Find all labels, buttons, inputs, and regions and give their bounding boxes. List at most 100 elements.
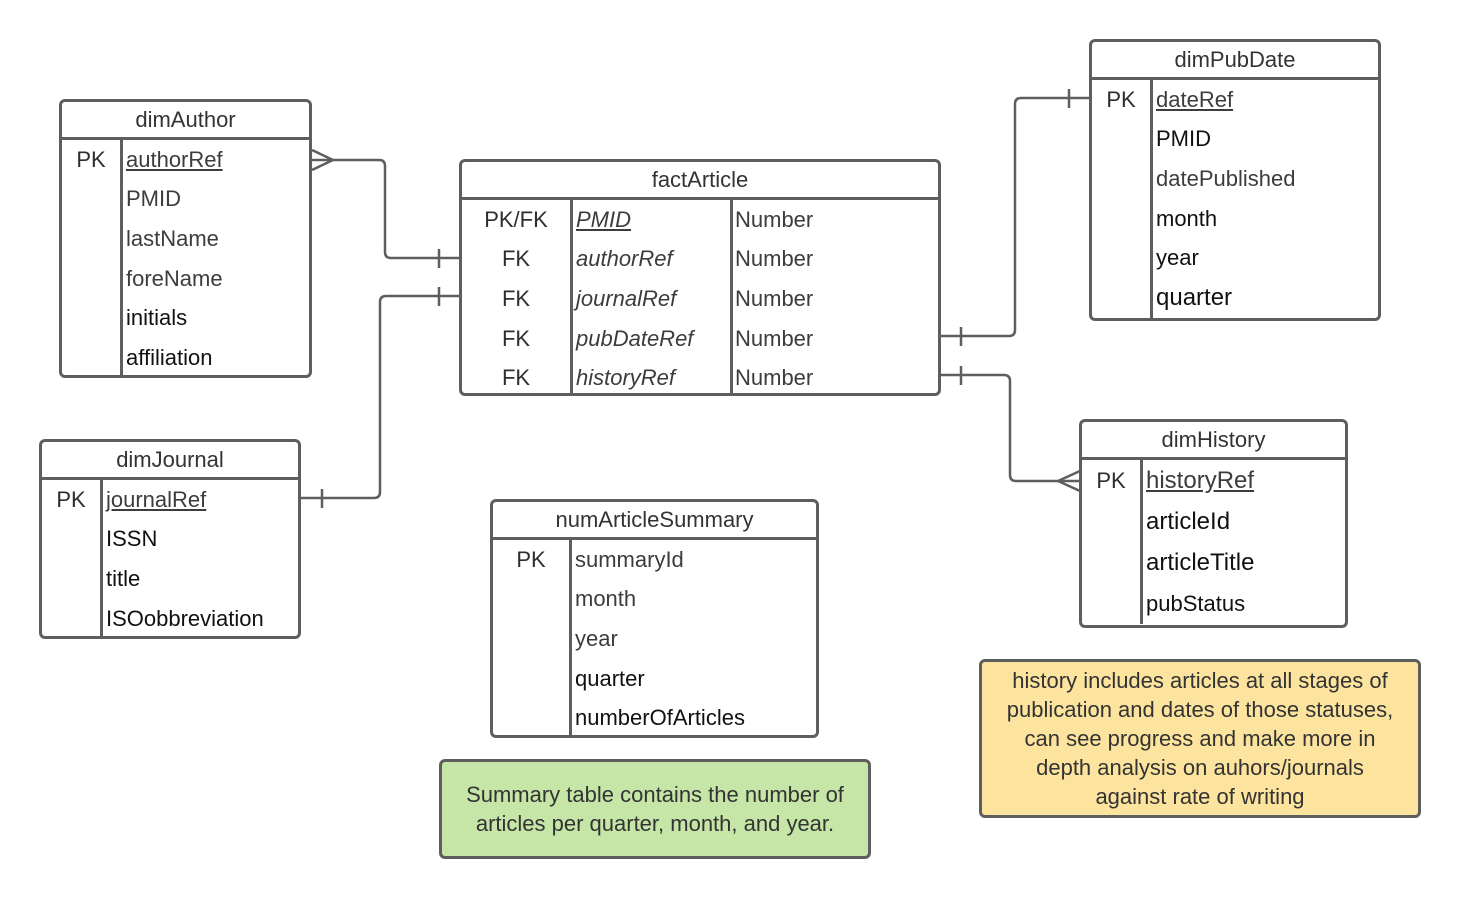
table-row: PK summaryId <box>493 540 816 580</box>
column-divider <box>730 200 733 393</box>
field-name: ISSN <box>106 526 158 552</box>
key-label: PK <box>1096 467 1126 493</box>
table-row: PK journalRef <box>42 480 298 520</box>
key-label: FK <box>501 246 531 272</box>
field-name: datePublished <box>1156 165 1296 191</box>
field-type: Number <box>735 206 814 232</box>
table-row: datePublished <box>1092 159 1378 199</box>
field-name: year <box>575 625 618 651</box>
table-row: year <box>493 619 816 659</box>
field-name: articleTitle <box>1146 548 1255 576</box>
connector-fact-history <box>940 373 1080 483</box>
field-name: quarter <box>575 665 645 691</box>
field-name: dateRef <box>1156 86 1234 112</box>
note-history[interactable]: history includes articles at all stages … <box>979 659 1421 818</box>
field-name: quarter <box>1156 283 1233 311</box>
entity-numArticleSummary[interactable]: numArticleSummary PK summaryId month year… <box>490 499 819 738</box>
connector-fact-pubdate <box>940 96 1090 338</box>
table-row: title <box>42 559 298 599</box>
note-line: can see progress and make more in <box>1024 726 1376 751</box>
key-label: PK/FK <box>484 206 548 232</box>
key-label: PK <box>516 546 546 572</box>
table-row: PK dateRef <box>1092 80 1378 120</box>
table-row: year <box>1092 238 1378 278</box>
table-row: ISOobbreviation <box>42 599 298 636</box>
note-summary-text: Summary table contains the number of art… <box>466 780 844 838</box>
table-row: pubStatus <box>1082 583 1345 624</box>
field-name: initials <box>126 305 188 331</box>
field-name: historyRef <box>576 365 676 391</box>
table-row: articleId <box>1082 501 1345 542</box>
crowfoot-many-author <box>311 148 335 172</box>
field-name: title <box>106 565 141 591</box>
key-label: FK <box>501 365 531 391</box>
note-line: history includes articles at all stages … <box>1012 668 1388 693</box>
field-name: summaryId <box>575 546 684 572</box>
table-row: PK/FK PMID Number <box>462 200 938 240</box>
connector-author-fact <box>312 158 460 260</box>
column-divider <box>120 140 123 375</box>
note-line: depth analysis on auhors/journals <box>1036 755 1364 780</box>
field-type: Number <box>735 285 814 311</box>
table-row: affiliation <box>62 338 309 375</box>
entity-title: factArticle <box>462 162 938 200</box>
entity-dimJournal[interactable]: dimJournal PK journalRef ISSN title ISOob… <box>39 439 301 639</box>
key-label: FK <box>501 325 531 351</box>
field-name: month <box>575 586 637 612</box>
entity-title: dimAuthor <box>62 102 309 140</box>
crowfoot-many-history <box>1056 469 1081 493</box>
column-divider <box>1150 80 1153 318</box>
table-row: quarter <box>493 659 816 699</box>
entity-title: numArticleSummary <box>493 502 816 540</box>
column-divider <box>1140 460 1143 624</box>
note-line: publication and dates of those statuses, <box>1006 697 1394 722</box>
connector-journal-fact <box>300 294 460 500</box>
field-type: Number <box>735 325 814 351</box>
note-line: against rate of writing <box>1095 784 1305 809</box>
key-label: PK <box>76 146 106 172</box>
column-divider <box>569 540 572 735</box>
field-name: PMID <box>126 186 181 212</box>
field-name: numberOfArticles <box>575 705 745 731</box>
table-row: numberOfArticles <box>493 698 816 735</box>
table-row: articleTitle <box>1082 542 1345 583</box>
column-divider <box>570 200 573 393</box>
field-name: lastName <box>126 225 219 251</box>
field-name: pubStatus <box>1146 590 1246 616</box>
field-name: PMID <box>1156 126 1211 152</box>
field-name: articleId <box>1146 507 1231 535</box>
note-line: articles per quarter, month, and year. <box>475 811 835 836</box>
table-row: PMID <box>62 180 309 220</box>
field-name: historyRef <box>1146 466 1255 494</box>
key-label: PK <box>56 486 86 512</box>
table-row: month <box>1092 199 1378 239</box>
key-label: FK <box>501 285 531 311</box>
note-history-text: history includes articles at all stages … <box>1007 666 1393 811</box>
field-name: ISOobbreviation <box>106 605 264 631</box>
field-name: PMID <box>576 206 631 232</box>
entity-title: dimJournal <box>42 442 298 480</box>
key-label: PK <box>1106 86 1136 112</box>
field-name: journalRef <box>106 486 207 512</box>
field-name: month <box>1156 205 1218 231</box>
table-row: PK historyRef <box>1082 460 1345 501</box>
entity-dimHistory[interactable]: dimHistory PK historyRef articleId articl… <box>1079 419 1348 628</box>
note-summary[interactable]: Summary table contains the number of art… <box>439 759 871 859</box>
table-row: ISSN <box>42 520 298 560</box>
table-row: quarter <box>1092 278 1378 318</box>
field-name: authorRef <box>576 246 673 272</box>
table-row: lastName <box>62 219 309 259</box>
entity-title: dimHistory <box>1082 422 1345 460</box>
table-row: initials <box>62 298 309 338</box>
field-name: journalRef <box>576 285 677 311</box>
table-row: PMID <box>1092 120 1378 160</box>
entity-title: dimPubDate <box>1092 42 1378 80</box>
